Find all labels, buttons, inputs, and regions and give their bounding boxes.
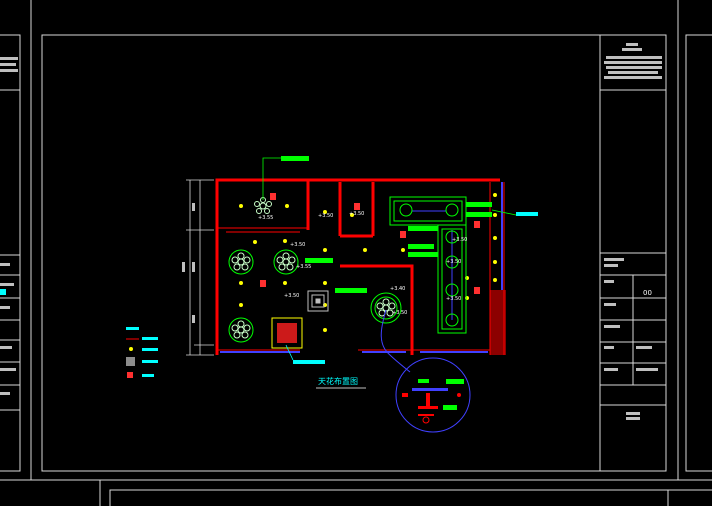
light-trough xyxy=(389,196,467,334)
svg-text:+3.50: +3.50 xyxy=(446,259,461,265)
svg-text:+3.50: +3.50 xyxy=(446,296,461,302)
svg-text:+3.40: +3.40 xyxy=(390,286,405,292)
title-block-ref: 00 xyxy=(643,289,652,297)
ceiling-vent xyxy=(307,290,329,312)
chandelier-fixtures xyxy=(228,197,402,343)
hatched-column xyxy=(490,290,506,355)
svg-text:+3.50: +3.50 xyxy=(318,213,333,219)
walls xyxy=(215,178,500,355)
doors xyxy=(220,182,503,353)
dimension-text xyxy=(182,203,195,323)
dimension-lines xyxy=(186,179,214,356)
svg-text:+3.50: +3.50 xyxy=(290,242,305,248)
leader-lines xyxy=(262,157,517,216)
left-title-block xyxy=(0,57,20,411)
svg-text:+3.50: +3.50 xyxy=(284,293,299,299)
drawing-title: 天花布置图 xyxy=(318,376,358,386)
svg-text:+3.50: +3.50 xyxy=(349,211,364,217)
room-tags xyxy=(260,193,480,294)
legend xyxy=(126,327,158,378)
downlights xyxy=(239,193,497,332)
right-title-block: 00 xyxy=(600,43,666,420)
svg-text:+3.50: +3.50 xyxy=(392,310,407,316)
elevation-labels: +3.55 +3.50 +3.50 +3.50 +3.50 +3.55 +3.5… xyxy=(258,211,467,316)
annotation-cyan xyxy=(516,212,538,216)
svg-text:+3.55: +3.55 xyxy=(296,264,311,270)
annotation-cyan-bottom xyxy=(293,360,325,364)
svg-text:+3.50: +3.50 xyxy=(452,237,467,243)
svg-text:+3.55: +3.55 xyxy=(258,215,273,221)
detail-callout xyxy=(380,309,471,433)
annotation-bars xyxy=(281,156,492,293)
